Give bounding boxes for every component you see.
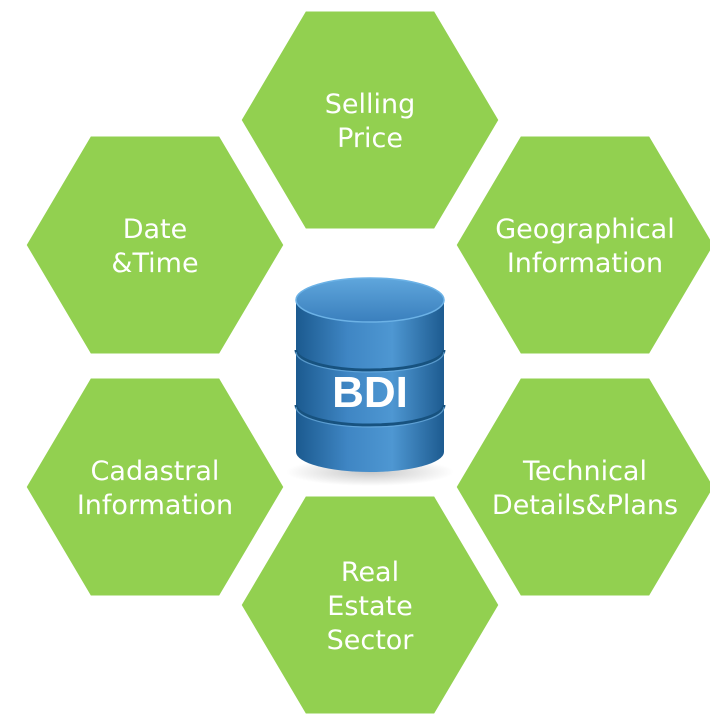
hexagon-shape <box>23 133 287 357</box>
hexagon-label-line: Sector <box>327 625 415 656</box>
hexagon-date-time: Date&Time <box>23 133 287 357</box>
database-icon: BDI <box>286 277 454 486</box>
hexagon-label-line: Geographical <box>495 214 674 245</box>
hexagon-label-line: Price <box>337 123 403 154</box>
hexagon-shape <box>238 8 502 232</box>
hexagon-label-line: Information <box>507 248 663 279</box>
hexagon-shape <box>453 133 710 357</box>
hexagon-label-line: Information <box>77 490 233 521</box>
hexagon-shape <box>238 493 502 717</box>
hexagon-label-line: Details&Plans <box>492 490 678 521</box>
hexagon-label-line: Estate <box>327 591 412 622</box>
hexagon-label-line: Real <box>341 557 399 588</box>
hexagon-label-line: Date <box>123 214 188 245</box>
hexagon-label-line: Technical <box>522 456 647 487</box>
hexagon-label-line: Selling <box>325 89 416 120</box>
hexagon-shape <box>453 375 710 599</box>
hexagon-label-line: &Time <box>111 248 198 279</box>
hexagon-label-line: Cadastral <box>91 456 220 487</box>
hexagon-label: Date&Time <box>111 214 198 279</box>
database-label: BDI <box>332 368 408 417</box>
hexagon-shape <box>23 375 287 599</box>
